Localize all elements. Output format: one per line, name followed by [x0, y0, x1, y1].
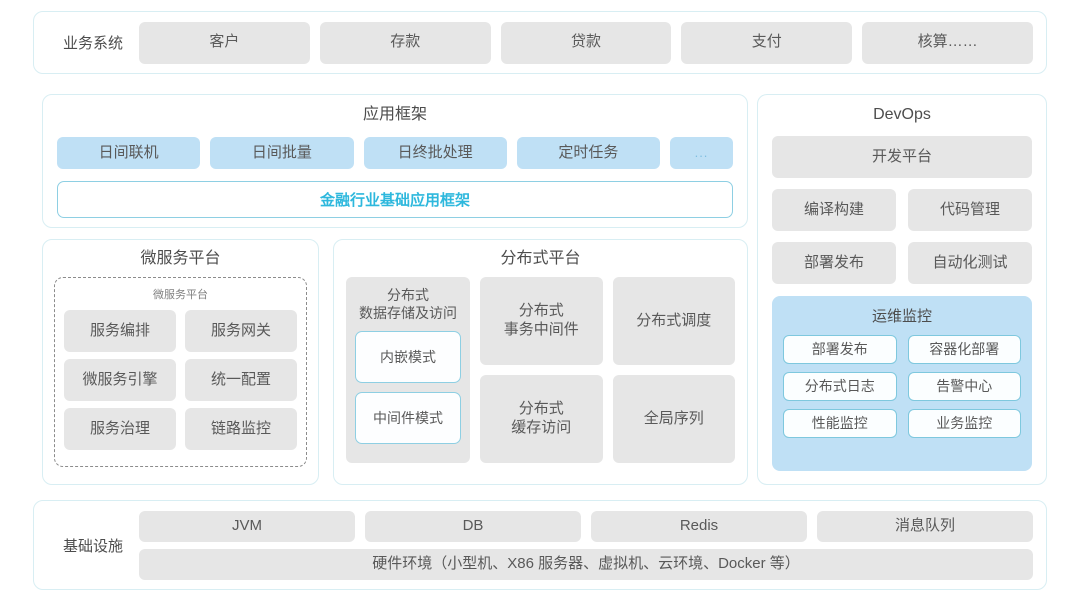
infrastructure-items: JVM DB Redis 消息队列: [139, 510, 1033, 542]
business-system-item[interactable]: 贷款: [500, 21, 672, 64]
application-framework-panel: 应用框架 日间联机 日间批量 日终批处理 定时任务 ... 金融行业基础应用框架: [42, 94, 748, 228]
devops-item[interactable]: 编译构建: [772, 189, 896, 231]
distributed-mode-item[interactable]: 中间件模式: [355, 392, 461, 445]
devops-platform-item[interactable]: 开发平台: [772, 136, 1032, 178]
microservice-platform-title: 微服务平台: [140, 250, 221, 267]
distributed-item[interactable]: 分布式调度: [612, 277, 735, 365]
app-framework-tag[interactable]: 日间联机: [57, 137, 201, 169]
ops-monitoring-panel: 运维监控 部署发布 容器化部署 分布式日志 告警中心 性能监控 业务监控: [772, 296, 1032, 471]
distributed-data-storage-title: 分布式 数据存储及访问: [359, 287, 457, 322]
distributed-item[interactable]: 分布式 缓存访问: [480, 375, 603, 463]
business-system-item[interactable]: 存款: [319, 21, 491, 64]
microservice-item[interactable]: 统一配置: [185, 359, 297, 401]
microservice-item[interactable]: 微服务引擎: [64, 359, 176, 401]
infrastructure-item[interactable]: DB: [365, 510, 581, 542]
application-framework-title: 应用框架: [362, 106, 427, 123]
infrastructure-item[interactable]: 消息队列: [817, 510, 1033, 542]
ops-monitoring-item[interactable]: 业务监控: [907, 409, 1021, 438]
ops-monitoring-items: 部署发布 容器化部署 分布式日志 告警中心 性能监控 业务监控: [783, 335, 1021, 438]
devops-title: DevOps: [873, 106, 931, 123]
microservice-inner-box: 微服务平台 服务编排 服务网关 微服务引擎 统一配置 服务治理 链路监控: [54, 277, 307, 467]
application-framework-tags: 日间联机 日间批量 日终批处理 定时任务 ...: [57, 137, 733, 169]
devops-items: 编译构建 代码管理 部署发布 自动化测试: [772, 189, 1032, 284]
distributed-item[interactable]: 全局序列: [612, 375, 735, 463]
infrastructure-panel: 基础设施 JVM DB Redis 消息队列 硬件环境（小型机、X86 服务器、…: [33, 500, 1047, 590]
microservice-item[interactable]: 服务治理: [64, 408, 176, 450]
distributed-item[interactable]: 分布式 事务中间件: [480, 277, 603, 365]
ops-monitoring-item[interactable]: 部署发布: [783, 335, 897, 364]
distributed-platform-title: 分布式平台: [500, 250, 581, 267]
microservice-item[interactable]: 服务编排: [64, 310, 176, 352]
app-framework-tag[interactable]: 日间批量: [210, 137, 354, 169]
distributed-platform-body: 分布式 数据存储及访问 内嵌模式 中间件模式 分布式 事务中间件 分布式调度 分…: [346, 277, 735, 463]
app-framework-tag[interactable]: 定时任务: [516, 137, 660, 169]
business-system-item[interactable]: 支付: [681, 21, 853, 64]
infrastructure-body: JVM DB Redis 消息队列 硬件环境（小型机、X86 服务器、虚拟机、云…: [139, 510, 1033, 580]
hardware-environment-item[interactable]: 硬件环境（小型机、X86 服务器、虚拟机、云环境、Docker 等）: [139, 548, 1033, 580]
distributed-mode-item[interactable]: 内嵌模式: [355, 331, 461, 384]
distributed-data-storage-card[interactable]: 分布式 数据存储及访问 内嵌模式 中间件模式: [346, 277, 470, 463]
devops-item[interactable]: 部署发布: [772, 242, 896, 284]
infrastructure-item[interactable]: Redis: [591, 510, 807, 542]
ops-monitoring-title: 运维监控: [871, 308, 932, 325]
infrastructure-item[interactable]: JVM: [139, 510, 355, 542]
business-systems-panel: 业务系统 客户 存款 贷款 支付 核算……: [33, 11, 1047, 74]
platform-row: 微服务平台 微服务平台 服务编排 服务网关 微服务引擎 统一配置 服务治理 链路…: [42, 239, 748, 485]
middle-left-column: 应用框架 日间联机 日间批量 日终批处理 定时任务 ... 金融行业基础应用框架: [42, 94, 748, 228]
devops-panel: DevOps 开发平台 编译构建 代码管理 部署发布 自动化测试 运维监控 部署…: [757, 94, 1047, 485]
microservice-item[interactable]: 服务网关: [185, 310, 297, 352]
business-system-item[interactable]: 客户: [139, 21, 310, 64]
ops-monitoring-item[interactable]: 容器化部署: [907, 335, 1021, 364]
microservice-items: 服务编排 服务网关 微服务引擎 统一配置 服务治理 链路监控: [64, 310, 297, 450]
app-framework-tag[interactable]: 日终批处理: [363, 137, 507, 169]
distributed-platform-panel: 分布式平台 分布式 数据存储及访问 内嵌模式 中间件模式 分布式 事务中间件 分…: [333, 239, 748, 485]
business-systems-label: 业务系统: [62, 35, 123, 52]
financial-base-framework-band: 金融行业基础应用框架: [57, 181, 733, 218]
app-framework-more-tag[interactable]: ...: [670, 137, 733, 169]
microservice-item[interactable]: 链路监控: [185, 408, 297, 450]
ops-monitoring-item[interactable]: 告警中心: [907, 372, 1021, 401]
microservice-inner-title: 微服务平台: [153, 289, 208, 301]
devops-item[interactable]: 自动化测试: [908, 242, 1032, 284]
ops-monitoring-item[interactable]: 性能监控: [783, 409, 897, 438]
business-systems-items: 客户 存款 贷款 支付 核算……: [139, 21, 1033, 64]
distributed-items: 分布式 事务中间件 分布式调度 分布式 缓存访问 全局序列: [480, 277, 735, 463]
business-system-item[interactable]: 核算……: [862, 21, 1033, 64]
microservice-platform-panel: 微服务平台 微服务平台 服务编排 服务网关 微服务引擎 统一配置 服务治理 链路…: [42, 239, 319, 485]
infrastructure-label: 基础设施: [62, 537, 123, 555]
devops-item[interactable]: 代码管理: [908, 189, 1032, 231]
ops-monitoring-item[interactable]: 分布式日志: [783, 372, 897, 401]
